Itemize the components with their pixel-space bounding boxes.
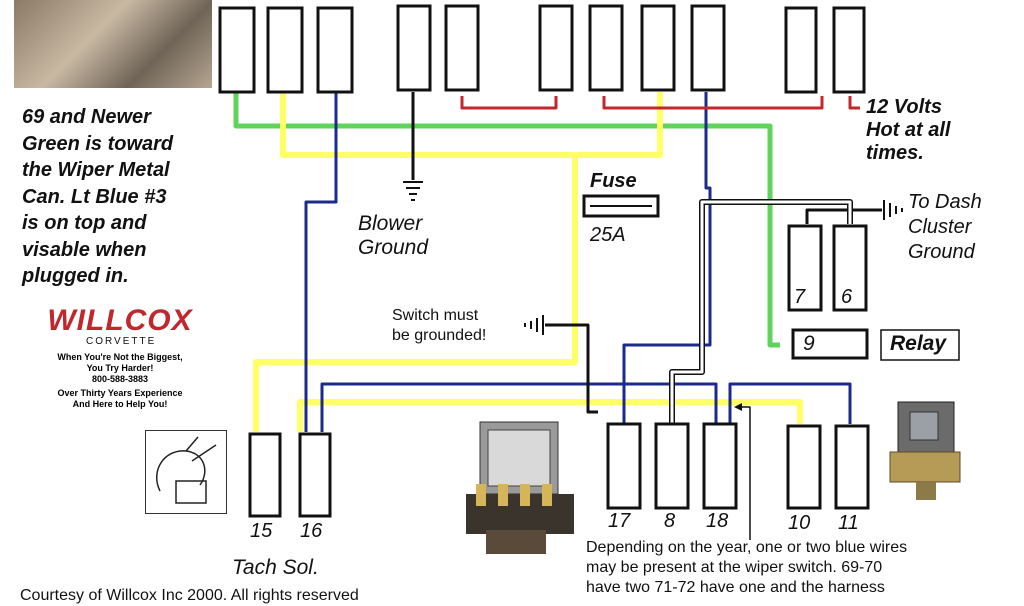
red-wire-2 [602, 96, 824, 110]
top-terminal-10 [784, 6, 818, 94]
top-terminal-1 [218, 6, 256, 94]
relay-photo [880, 390, 975, 505]
tach-label: Tach Sol. [232, 556, 319, 579]
terminal-label-18: 18 [706, 510, 729, 532]
willcox-logo: WILLCOX CORVETTE When You're Not the Big… [16, 306, 224, 410]
switch-terminal-10 [786, 424, 822, 510]
terminal-label-7: 7 [794, 286, 806, 308]
terminal-label-10: 10 [788, 512, 811, 534]
top-terminal-3 [316, 6, 354, 94]
courtesy-note: Courtesy of Willcox Inc 2000. All rights… [20, 587, 359, 604]
note-69-newer: 69 and Newer Green is toward the Wiper M… [22, 106, 174, 287]
wiper-switch-photo [458, 412, 583, 560]
logo-phone: 800-588-3883 [91, 374, 149, 384]
depending-note: Depending on the year, one or two blue w… [586, 539, 908, 596]
yellow-wire-fuse [575, 92, 663, 158]
fuse-amp-label: 25A [590, 224, 626, 246]
blower-ground-label: Blower Ground [358, 212, 429, 259]
switch-terminal-8 [654, 422, 690, 510]
switch-terminal-18 [702, 422, 738, 510]
black-wire-relay [805, 208, 882, 224]
relay-illustration [889, 401, 961, 500]
relay-terminal-6 [832, 224, 868, 312]
red-wire-1 [460, 96, 558, 110]
logo-tag-1: When You're Not the Biggest, [57, 352, 183, 362]
tach-terminal-15 [248, 432, 282, 518]
tach-sketch [145, 430, 227, 514]
blue-wire-left [304, 92, 338, 432]
top-terminal-11 [832, 6, 866, 94]
motor-photo [14, 0, 212, 88]
logo-tag-2: You Try Harder! [86, 363, 154, 373]
switch-terminal-11 [834, 424, 870, 510]
fuse-label: Fuse [590, 170, 637, 192]
terminal-label-8: 8 [664, 510, 676, 532]
arrow-line [738, 406, 751, 540]
relay-terminal-7 [787, 224, 823, 312]
top-terminal-7 [588, 4, 624, 92]
logo-brand: WILLCOX [47, 304, 193, 337]
top-terminal-2 [266, 6, 304, 94]
top-terminal-6 [538, 4, 574, 92]
top-terminal-5 [444, 4, 480, 92]
blue-wire-right [728, 382, 852, 424]
top-terminal-blower [396, 4, 432, 92]
top-terminal-8 [640, 4, 676, 92]
terminal-label-17: 17 [608, 510, 631, 532]
dash-ground-label: To Dash Cluster Ground [908, 191, 982, 263]
yellow-wire-lower [297, 399, 803, 432]
blue-wire-bottom [320, 382, 718, 432]
arrow-head [734, 403, 742, 411]
terminal-label-15: 15 [250, 520, 273, 542]
switch-terminal-17 [606, 422, 642, 510]
terminal-label-11: 11 [838, 512, 859, 534]
logo-sub: CORVETTE [86, 336, 157, 347]
relay-box [880, 329, 960, 361]
terminal-label-9: 9 [803, 332, 815, 355]
white-wire-a-inner [670, 200, 852, 424]
wiper-switch-illustration [466, 421, 574, 554]
terminal-label-6: 6 [841, 286, 853, 308]
blue-wire-center [622, 92, 712, 424]
switch-ground-note: Switch must be grounded! [392, 307, 487, 344]
blower-ground-symbol [403, 181, 423, 201]
terminal-label-16: 16 [300, 520, 323, 542]
white-wire-a [669, 199, 853, 424]
green-wire [233, 92, 780, 348]
top-terminal-9 [690, 4, 726, 92]
tach-terminal-16 [298, 432, 332, 518]
yellow-wire-main [253, 92, 578, 432]
logo-tag-4: And Here to Help You! [72, 399, 168, 409]
red-wire-3 [848, 96, 860, 110]
tach-sketch-illustration [155, 436, 217, 504]
dash-ground-symbol [883, 200, 903, 220]
black-wire-switch [545, 323, 598, 414]
note-12-volts: 12 Volts Hot at all times. [866, 96, 951, 164]
switch-ground-symbol [524, 315, 544, 335]
logo-tag-3: Over Thirty Years Experience [57, 388, 183, 398]
relay-label: Relay [890, 332, 947, 355]
relay-terminal-9 [791, 328, 869, 360]
